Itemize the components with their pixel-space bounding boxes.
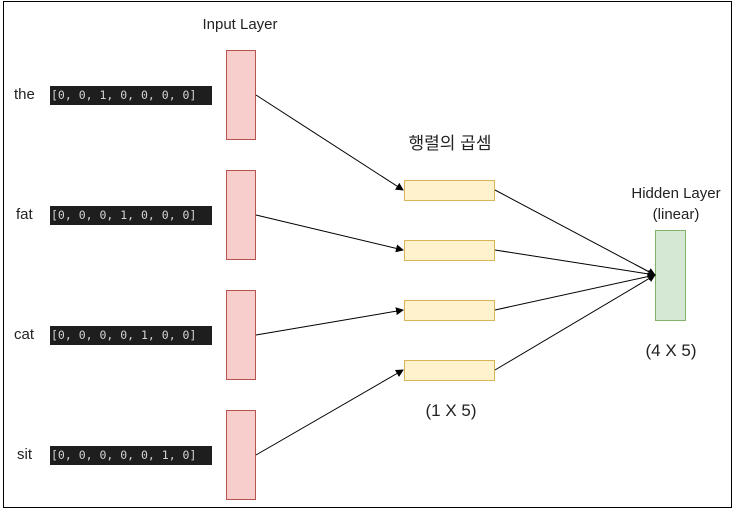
input-node (226, 50, 256, 140)
matmul-result-node (404, 180, 495, 201)
input-node (226, 410, 256, 500)
matmul-title: 행렬의 곱셈 (408, 134, 492, 153)
hidden-layer-title: Hidden Layer (631, 185, 721, 202)
one-hot-vector: [0, 0, 0, 0, 1, 0, 0] (50, 326, 212, 345)
arrow-mul-to-hidden (494, 272, 656, 311)
matmul-result-node (404, 360, 495, 381)
word-label: sit (17, 446, 32, 463)
word-label: fat (16, 206, 33, 223)
input-layer-title: Input Layer (202, 16, 278, 33)
one-hot-vector: [0, 0, 0, 0, 0, 1, 0] (50, 446, 212, 465)
arrow-mul-to-hidden (494, 249, 656, 278)
hidden-layer-subtitle: (linear) (652, 206, 700, 223)
input-node (226, 290, 256, 380)
matmul-result-node (404, 300, 495, 321)
diagram-frame (3, 1, 732, 508)
hidden-layer-node (655, 230, 686, 321)
input-node (226, 170, 256, 260)
arrow-mul-to-hidden (494, 189, 656, 276)
word-label: the (14, 86, 35, 103)
word-label: cat (14, 326, 35, 343)
arrow-input-to-mul (255, 94, 404, 191)
arrow-mul-to-hidden (494, 274, 656, 371)
one-hot-vector: [0, 0, 0, 1, 0, 0, 0] (50, 206, 212, 225)
arrow-input-to-mul (255, 307, 404, 336)
mul-dims-label: (1 X 5) (425, 401, 477, 420)
arrow-input-to-mul (255, 214, 404, 253)
matmul-result-node (404, 240, 495, 261)
arrow-input-to-mul (255, 369, 404, 456)
one-hot-vector: [0, 0, 1, 0, 0, 0, 0] (50, 86, 212, 105)
hidden-dims-label: (4 X 5) (645, 341, 697, 360)
